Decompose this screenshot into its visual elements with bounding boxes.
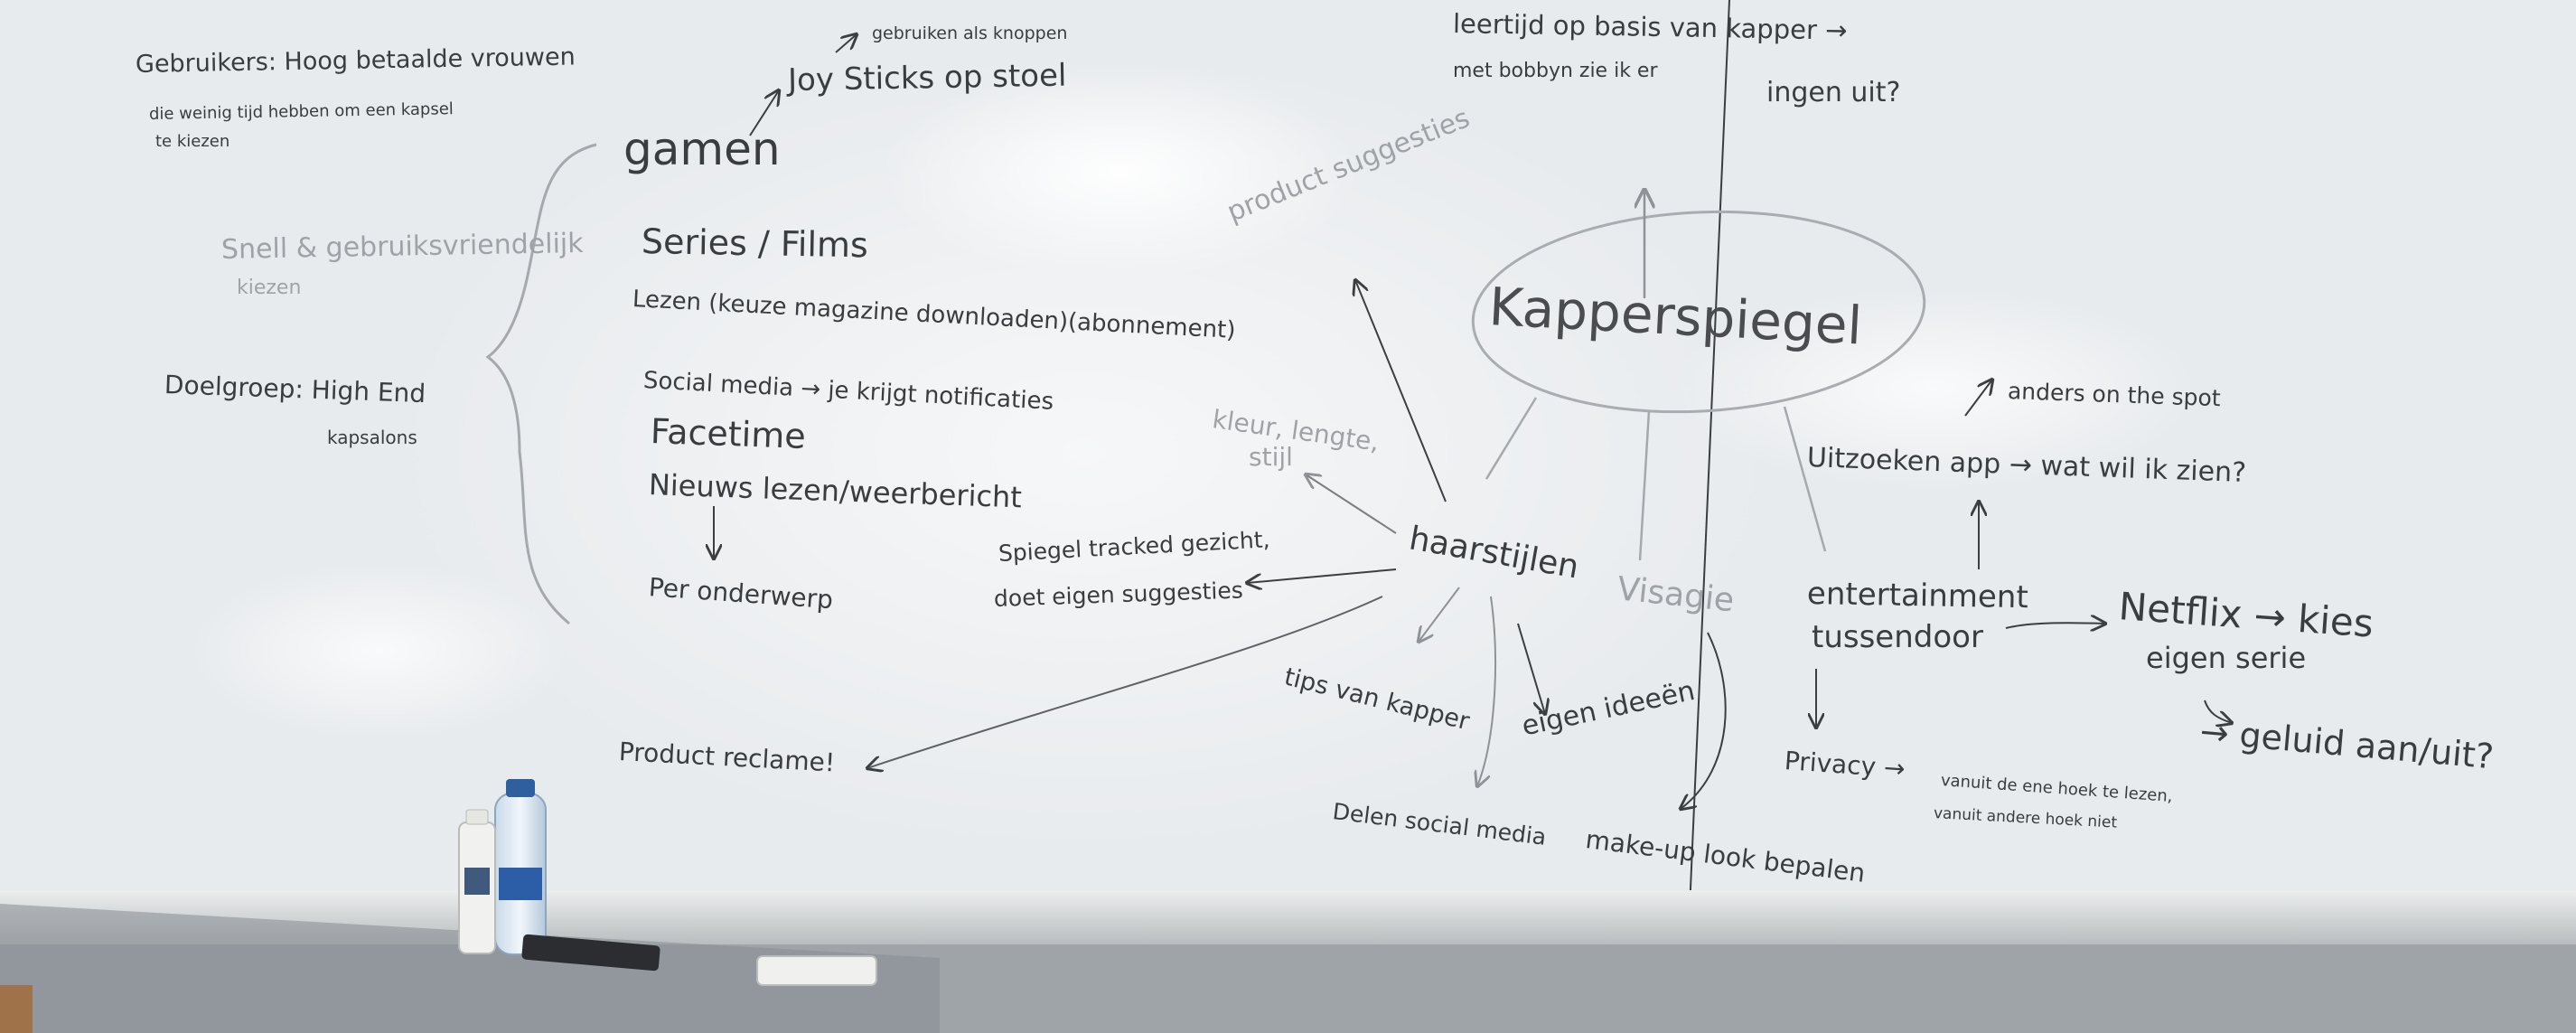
gebruiken-als-knoppen: gebruiken als knoppen xyxy=(872,23,1068,43)
eraser-black xyxy=(521,934,660,972)
tussendoor: tussendoor xyxy=(1812,619,1983,655)
water-bottle xyxy=(494,779,547,955)
kapperspiegel-ellipse xyxy=(1471,210,1926,414)
facetime: Facetime xyxy=(650,411,807,456)
eraser-white xyxy=(756,955,877,986)
lotion-bottle xyxy=(458,809,496,954)
anders-on-the-spot: anders on the spot xyxy=(2007,378,2222,412)
wachttijd-line-1: leertijd op basis van kapper → xyxy=(1452,8,1848,46)
series-films: Series / Films xyxy=(641,221,869,266)
stijl: stijl xyxy=(1249,442,1293,472)
gebruikers-line-3: te kiezen xyxy=(155,132,230,151)
wachttijd-line-2: met bobbyn zie ik er xyxy=(1453,60,1658,82)
joysticks: Joy Sticks op stoel xyxy=(787,57,1067,99)
gebruikers-line-1: Gebruikers: Hoog betaalde vrouwen xyxy=(135,42,576,79)
wachttijd-line-3: ingen uit? xyxy=(1766,77,1901,108)
doelgroep-line-2: kapsalons xyxy=(327,427,417,448)
snel-line-2: kiezen xyxy=(237,277,302,299)
gamen: gamen xyxy=(623,123,781,175)
entertainment: entertainment xyxy=(1806,576,2029,616)
eigen-serie: eigen serie xyxy=(2146,641,2307,675)
curly-brace xyxy=(485,143,597,625)
board-seam xyxy=(1683,0,1730,1033)
snel-line-1: Snell & gebruiksvriendelijk xyxy=(220,228,584,266)
